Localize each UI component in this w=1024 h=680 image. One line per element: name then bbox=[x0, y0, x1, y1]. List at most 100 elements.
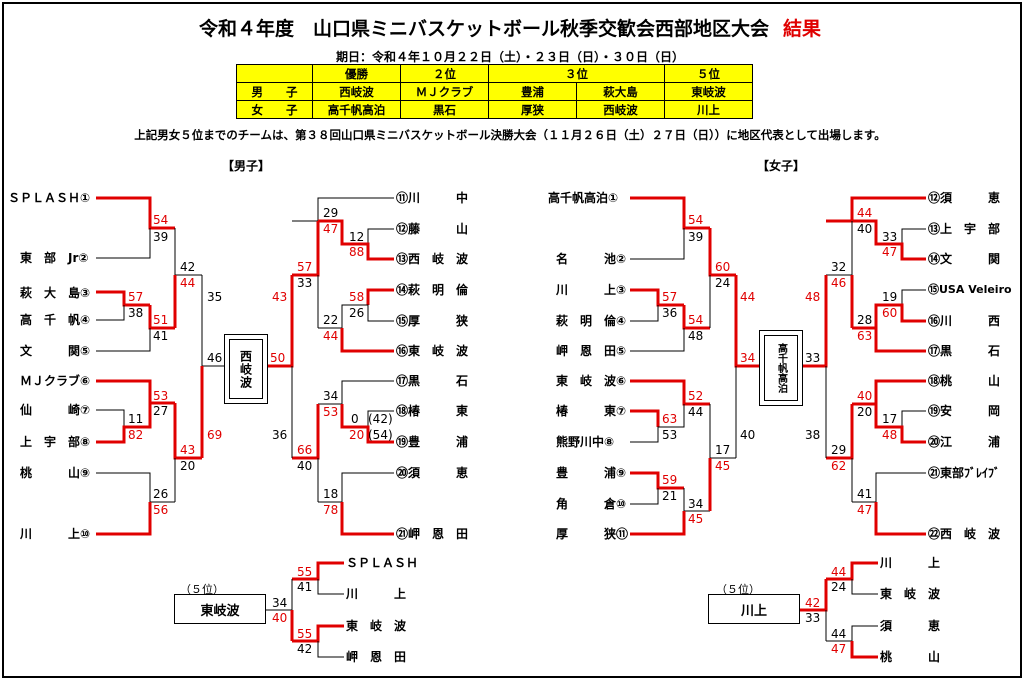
score: 44 bbox=[323, 329, 339, 343]
winner-line bbox=[96, 502, 152, 536]
team-label: ⑮厚 狭 bbox=[396, 314, 469, 328]
winner-line bbox=[630, 379, 710, 406]
fifth-team-label: 桃 山 bbox=[880, 650, 941, 664]
score: 32 bbox=[831, 260, 847, 274]
bracket-line bbox=[318, 472, 394, 503]
score: 40 bbox=[857, 222, 873, 236]
fifth-team-label: 川 上 bbox=[880, 556, 941, 570]
score: 53 bbox=[323, 405, 339, 419]
team-label: ⑯東 岐 波 bbox=[396, 344, 469, 358]
score: 82 bbox=[128, 428, 144, 442]
fifth-team-label: 東 岐 波 bbox=[346, 619, 407, 633]
winner-line bbox=[318, 219, 394, 261]
score: (54) bbox=[368, 428, 393, 442]
score: 41 bbox=[857, 487, 873, 501]
winner-line bbox=[630, 409, 660, 427]
score: 44 bbox=[857, 206, 873, 220]
qualification-note: 上記男女５位までのチームは、第３８回山口県ミニバスケットボール決勝大会（１１月２… bbox=[134, 128, 886, 142]
score: 78 bbox=[323, 503, 339, 517]
winner-line bbox=[826, 561, 878, 581]
score: 48 bbox=[688, 329, 704, 343]
score: 44 bbox=[831, 565, 847, 579]
score: 55 bbox=[297, 565, 313, 579]
team-label: 豊 浦⑨ bbox=[556, 466, 627, 480]
winner-line bbox=[852, 303, 926, 330]
title-result: 結果 bbox=[783, 18, 822, 40]
score: 46 bbox=[831, 276, 847, 290]
girls-section-label: 【女子】 bbox=[757, 159, 806, 173]
score: 56 bbox=[153, 503, 169, 517]
score: 29 bbox=[831, 443, 847, 457]
results-row-label: 女 子 bbox=[236, 100, 313, 119]
girls-champion-box: 高千帆高泊 bbox=[759, 330, 803, 406]
score: 42 bbox=[805, 596, 821, 610]
winner-line bbox=[826, 196, 926, 223]
winner-line bbox=[340, 404, 394, 444]
team-label: 熊野川中⑧ bbox=[556, 435, 615, 449]
team-label: 高 千 帆④ bbox=[20, 313, 91, 327]
team-label: ⑳須 恵 bbox=[396, 466, 469, 480]
team-label: 東 部 Jr② bbox=[20, 251, 89, 265]
bracket-line bbox=[630, 404, 685, 443]
winner-line bbox=[292, 561, 344, 581]
bracket-line bbox=[851, 579, 878, 595]
winner-line bbox=[630, 288, 684, 307]
bracket-line bbox=[96, 472, 175, 503]
score: 40 bbox=[857, 389, 873, 403]
bracket-line bbox=[367, 228, 394, 244]
bracket-line bbox=[901, 410, 926, 427]
team-label: ㉑東部ﾌﾞﾚｲﾌﾞ bbox=[928, 466, 1001, 480]
team-label: 川 上③ bbox=[556, 283, 627, 297]
score: 28 bbox=[857, 313, 873, 327]
results-row-girls: 女 子 高千帆高泊 黒石 厚狭 西岐波 川上 bbox=[236, 100, 753, 119]
team-label: ⑰黒 石 bbox=[928, 344, 1001, 358]
score: 36 bbox=[272, 428, 288, 442]
team-label: 厚 狭⑪ bbox=[556, 527, 629, 541]
team-label: 名 池② bbox=[556, 252, 627, 266]
score: 24 bbox=[831, 580, 847, 594]
winner-line bbox=[630, 196, 710, 230]
score: 53 bbox=[662, 428, 678, 442]
team-label: ⑭文 関 bbox=[928, 252, 1001, 266]
score: 36 bbox=[662, 306, 678, 320]
score: 12 bbox=[349, 230, 365, 244]
team-label: 文 関⑤ bbox=[20, 344, 91, 358]
score: 41 bbox=[297, 580, 313, 594]
results-cell: 東岐波 bbox=[664, 82, 753, 101]
score: 55 bbox=[297, 627, 313, 641]
bracket-line bbox=[318, 304, 394, 329]
winner-line bbox=[874, 502, 926, 536]
score: 34 bbox=[272, 596, 288, 610]
team-label: 萩 大 島③ bbox=[20, 286, 91, 300]
score: 40 bbox=[297, 459, 313, 473]
team-label: 東 岐 波⑥ bbox=[556, 374, 627, 388]
boys-fifth-label: （５位） bbox=[180, 583, 224, 596]
fifth-team-label: ＳＰＬＡＳＨ bbox=[346, 556, 419, 570]
score: 34 bbox=[740, 351, 756, 365]
winner-line bbox=[852, 379, 926, 406]
score: 33 bbox=[805, 351, 821, 365]
score: 0 bbox=[351, 412, 359, 426]
winner-line bbox=[852, 219, 926, 261]
fifth-team-label: 須 恵 bbox=[880, 619, 941, 633]
team-label: ⑫藤 山 bbox=[396, 222, 469, 236]
girls-champion-name: 高千帆高泊 bbox=[775, 343, 787, 393]
bracket-line bbox=[292, 197, 394, 222]
team-label: ⑫須 恵 bbox=[928, 191, 1001, 205]
results-header-cell: ２位 bbox=[400, 64, 489, 83]
results-cell: 豊浦 bbox=[488, 82, 577, 101]
team-label: ⑰黒 石 bbox=[396, 374, 469, 388]
bracket-line bbox=[630, 328, 685, 352]
score: 26 bbox=[349, 306, 365, 320]
boys-section-label: 【男子】 bbox=[222, 159, 271, 173]
boys-champion-box: 西岐波 bbox=[224, 334, 268, 404]
team-label: 川 上⑩ bbox=[20, 527, 91, 541]
score: 44 bbox=[831, 627, 847, 641]
score: 33 bbox=[882, 230, 898, 244]
results-cell: 黒石 bbox=[400, 100, 489, 119]
bracket-line bbox=[901, 289, 926, 305]
girls-fifth-label: （５位） bbox=[716, 583, 760, 596]
results-table: 優勝 ２位 ３位 ５位 男 子 西岐波 ＭＪクラブ 豊浦 萩大島 東岐波 女 子… bbox=[236, 64, 753, 119]
score: 62 bbox=[831, 459, 847, 473]
score: 40 bbox=[740, 428, 756, 442]
